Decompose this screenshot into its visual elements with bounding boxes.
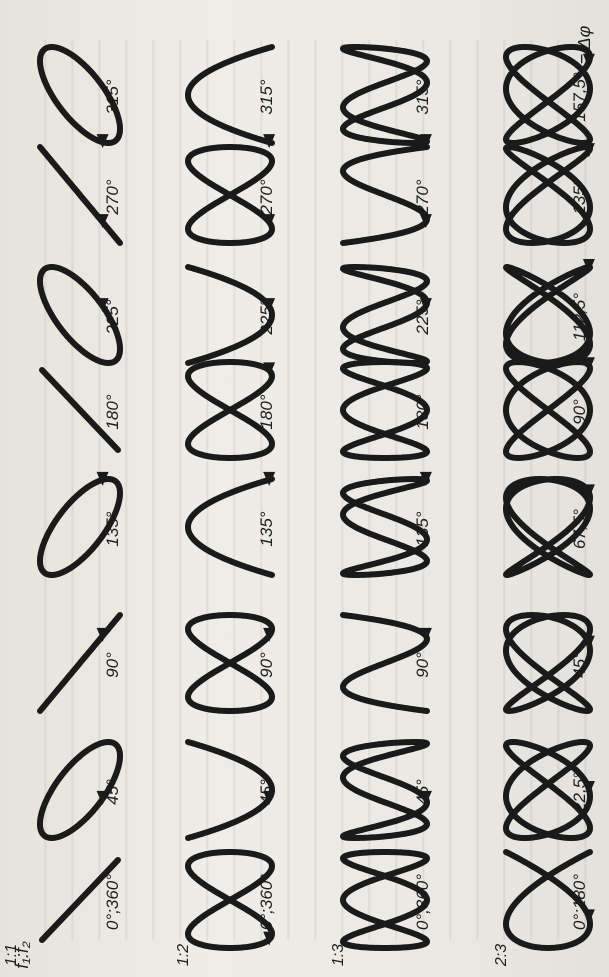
ratio-label-1-1: 1:1 [3,944,20,966]
lissajous-curve [40,267,120,363]
phase-label: 270° [103,179,122,215]
ratio-label-2-3: 2:3 [493,944,510,967]
phase-label: 180° [103,394,122,429]
phase-label: 180° [257,394,276,429]
phase-label: 90° [413,652,432,678]
phase-label: 315° [257,79,276,114]
ratio-label-1-2: 1:2 [175,944,192,966]
phase-label: 0°;360° [103,874,122,930]
phase-label: 90° [103,652,122,678]
lissajous-curve [343,267,427,363]
lissajous-curve [343,742,427,838]
lissajous-curve [40,479,120,575]
ratio-label-1-3: 1:3 [330,944,347,966]
lissajous-curve [506,852,590,948]
lissajous-curve [40,742,120,838]
phase-label: 135° [257,511,276,546]
phase-label: 90° [257,652,276,678]
lissajous-curve [40,47,120,143]
lissajous-curve [343,47,427,143]
lissajous-curve [343,479,427,575]
